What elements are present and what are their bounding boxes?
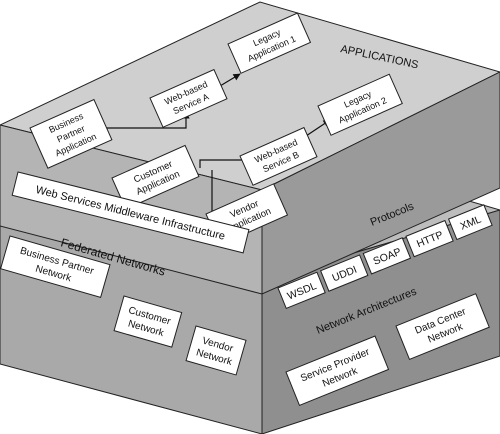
app-serviceB-box bbox=[239, 126, 318, 186]
protocol-soap-box bbox=[362, 237, 412, 275]
network-vendor: Vendor Network bbox=[185, 325, 247, 376]
network-service-provider: Service Provider Network bbox=[285, 335, 390, 407]
app-serviceA-box bbox=[149, 68, 228, 128]
protocol-soap: SOAP bbox=[362, 237, 412, 275]
network-data-center-box bbox=[395, 293, 490, 361]
protocol-row: WSDL UDDI SOAP HTTP XML bbox=[277, 204, 493, 310]
app-serviceB: Web-based Service B bbox=[239, 126, 318, 186]
network-business-partner: Business Partner Network bbox=[0, 235, 111, 298]
protocol-wsdl-box bbox=[277, 271, 326, 310]
app-legacy1-box bbox=[227, 12, 312, 74]
protocol-xml: XML bbox=[447, 204, 493, 241]
app-partner: Business Partner Application bbox=[29, 98, 113, 169]
app-legacy2-box bbox=[317, 73, 403, 136]
application-slab-right-face bbox=[261, 71, 500, 295]
network-business-partner-box bbox=[0, 235, 111, 298]
app-customer-box bbox=[111, 144, 200, 210]
protocol-uddi: UDDI bbox=[319, 254, 369, 292]
protocol-uddi-box bbox=[319, 254, 369, 292]
network-customer-box bbox=[113, 295, 183, 348]
network-customer: Customer Network bbox=[113, 295, 183, 348]
protocol-http-box bbox=[405, 219, 454, 258]
middleware-band-box bbox=[11, 171, 250, 254]
network-service-provider-box bbox=[285, 335, 390, 407]
protocol-wsdl: WSDL bbox=[277, 271, 326, 310]
protocol-xml-box bbox=[447, 204, 493, 241]
network-data-center: Data Center Network bbox=[395, 293, 490, 361]
network-vendor-box bbox=[185, 325, 247, 376]
app-partner-box bbox=[29, 98, 113, 169]
protocol-http: HTTP bbox=[405, 219, 454, 258]
app-legacy1: Legacy Application 1 bbox=[227, 12, 312, 74]
